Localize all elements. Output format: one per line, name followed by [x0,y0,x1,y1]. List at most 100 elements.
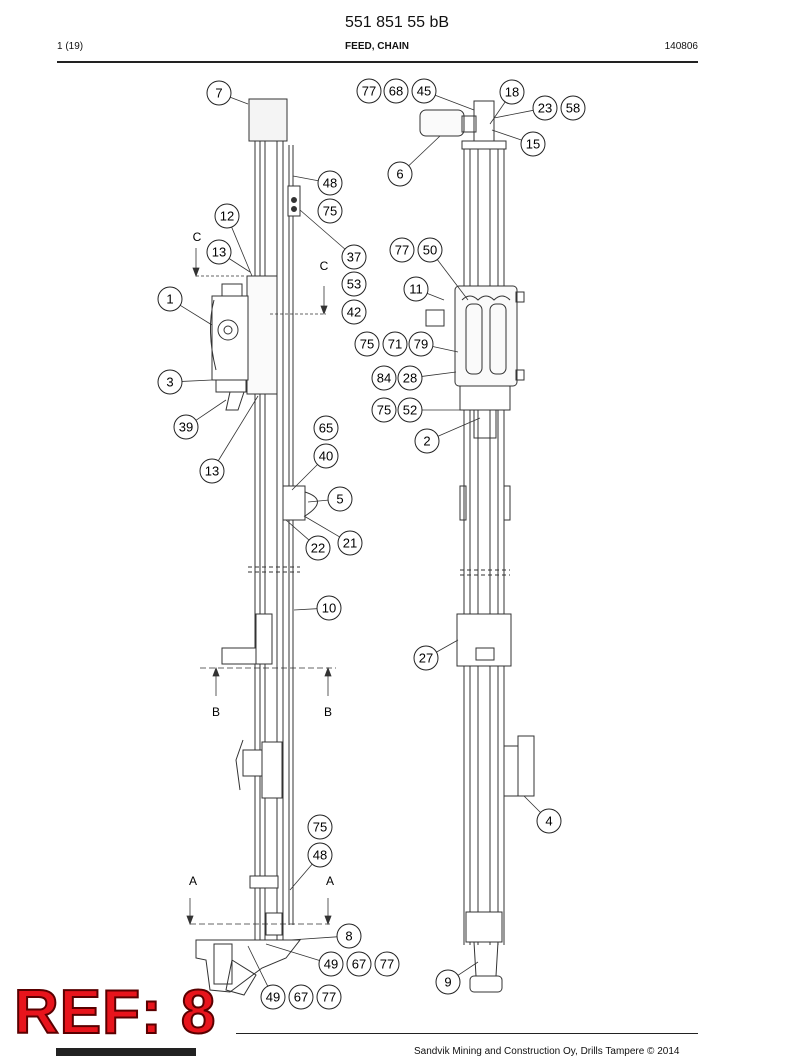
callout-circle [206,80,232,106]
footer-copyright: Sandvik Mining and Construction Oy, Dril… [414,1046,680,1057]
callout-label: 11 [409,282,423,297]
callout-balloon: 75 [317,198,343,224]
callout-leader [491,129,522,141]
callout-label: 50 [423,243,437,258]
callout-balloon: 79 [408,331,434,357]
callout-label: 2 [423,434,430,449]
callout-circle [341,244,367,270]
callout-balloon: 13 [206,239,232,265]
callout-balloon: 84 [371,365,397,391]
callout-balloon: 48 [317,170,343,196]
callout-circle [397,397,423,423]
callout-leader [292,175,319,182]
callout-circle [417,237,443,263]
callout-balloon: 7 [206,80,232,106]
callout-label: 67 [352,957,366,972]
callout-label: 40 [319,449,333,464]
callout-label: 77 [322,990,336,1005]
callout-circle [408,331,434,357]
document-date: 140806 [664,41,698,52]
beam-top-cap [248,98,288,142]
callout-circle [260,984,286,1010]
callout-label: 75 [377,403,391,418]
callout-balloon: 67 [288,984,314,1010]
callout-balloon: 18 [499,79,525,105]
callout-label: 77 [380,957,394,972]
callout-leader [489,101,506,125]
callout-label: 58 [566,101,580,116]
callout-label: 48 [323,176,337,191]
callout-leader [432,346,459,353]
callout-label: 15 [526,137,540,152]
callout-label: 8 [345,929,352,944]
callout-label: 3 [166,375,173,390]
callout-circle [560,95,586,121]
callout-circle [199,458,225,484]
callout-circle [341,299,367,325]
callout-leader [291,464,318,491]
callout-circle [374,951,400,977]
callout-label: 45 [417,84,431,99]
callout-label: 10 [322,601,336,616]
callout-balloon: 21 [337,530,363,556]
callout-label: 37 [347,250,361,265]
callout-label: 75 [313,820,327,835]
callout-circle [157,369,183,395]
callout-circle [206,239,232,265]
callout-circle [316,984,342,1010]
callout-balloon: 77 [316,984,342,1010]
callout-label: 12 [220,209,234,224]
section-letter: A [326,874,334,888]
callout-leader [437,417,481,437]
callout-leader [265,943,320,961]
callout-label: 39 [179,420,193,435]
callout-balloon: 49 [260,984,286,1010]
callout-balloon: 12 [214,203,240,229]
callout-label: 27 [419,651,433,666]
cradle-plate [246,275,278,395]
callout-circle [313,443,339,469]
page-number: 1 (19) [57,41,84,52]
callout-balloon: 77 [389,237,415,263]
callout-leader [427,293,445,301]
callout-balloon: 65 [313,415,339,441]
callout-circle [413,645,439,671]
callout-balloon: 75 [354,331,380,357]
callout-circle [341,271,367,297]
callout-balloon: 28 [397,365,423,391]
callout-label: 75 [323,204,337,219]
header-rule [57,61,698,63]
callout-circle [520,131,546,157]
callout-balloon: 39 [173,414,199,440]
callout-balloon: 45 [411,78,437,104]
callout-circle [371,365,397,391]
callout-label: 5 [336,492,343,507]
footer-rule [236,1033,698,1034]
callout-label: 67 [294,990,308,1005]
callout-circle [411,78,437,104]
callout-label: 1 [166,292,173,307]
callout-leader [436,259,469,301]
callout-label: 21 [343,536,357,551]
callout-balloon: 68 [383,78,409,104]
callout-leader [285,519,310,541]
callout-leader [408,135,441,167]
callout-leader [307,499,329,503]
callout-label: 71 [388,337,402,352]
callout-label: 53 [347,277,361,292]
callout-label: 48 [313,848,327,863]
callout-balloon: 15 [520,131,546,157]
callout-balloon: 13 [199,458,225,484]
callout-circle [435,969,461,995]
callout-balloon: 10 [316,595,342,621]
callout-leader [231,226,253,277]
callout-balloon: 23 [532,95,558,121]
callout-circle [214,203,240,229]
section-letter: C [320,259,329,273]
callout-label: 13 [205,464,219,479]
callout-circle [307,842,333,868]
callout-balloon: 58 [560,95,586,121]
callout-circle [403,276,429,302]
callout-leader [247,945,269,987]
callout-circle [318,951,344,977]
